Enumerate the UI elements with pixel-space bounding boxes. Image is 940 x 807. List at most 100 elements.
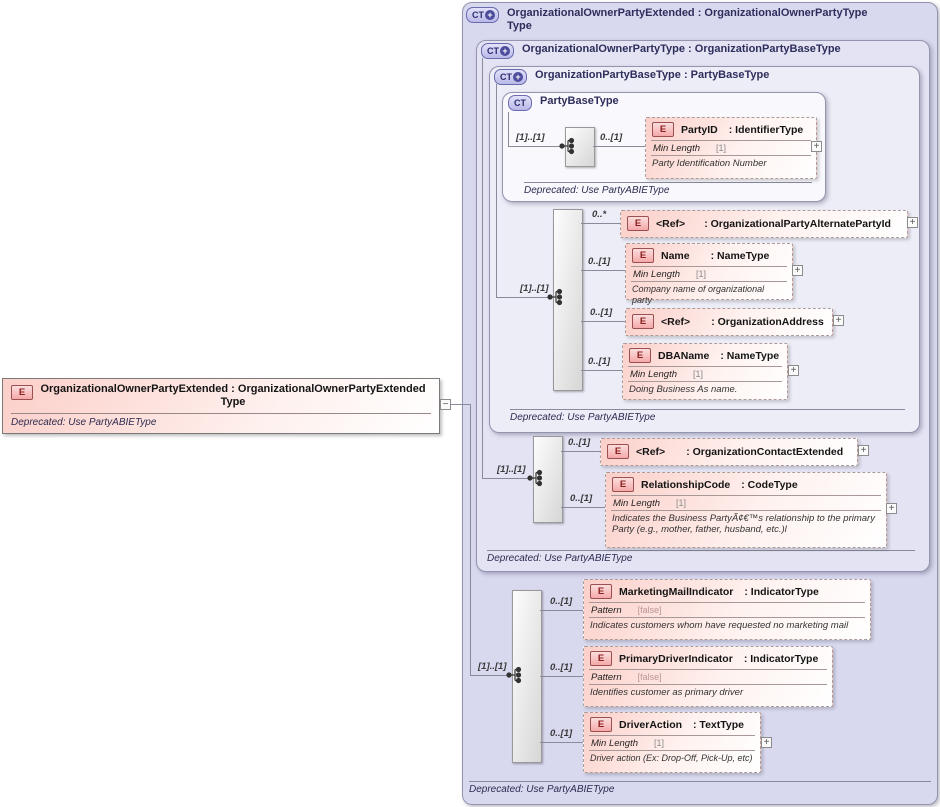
- element-relationship-code[interactable]: E RelationshipCode : CodeType Min Length…: [605, 472, 887, 548]
- element-party-id[interactable]: E PartyID : IdentifierType Min Length [1…: [645, 117, 817, 179]
- element-badge-icon: E: [612, 477, 634, 492]
- element-driver-action[interactable]: E DriverAction : TextType Min Length [1]…: [583, 712, 761, 773]
- element-annotation: Identifies customer as primary driver: [590, 687, 744, 698]
- element-badge-icon: E: [590, 584, 612, 599]
- facet-label: Min Length: [633, 269, 681, 280]
- element-title-row: E Name : NameType: [626, 244, 792, 266]
- complex-type-plus-icon[interactable]: CT+: [494, 69, 527, 85]
- facet-label: Min Length: [613, 498, 661, 509]
- plus-circle-icon: +: [485, 10, 495, 20]
- divider: [510, 409, 905, 410]
- expand-button[interactable]: +: [833, 315, 844, 326]
- facet-value: [1]: [716, 143, 727, 153]
- deprecated-note: Deprecated: Use PartyABIEType: [11, 417, 157, 428]
- connector-line: [540, 610, 583, 611]
- ct-badge-label: CT: [500, 72, 512, 82]
- element-dba-name[interactable]: E DBAName : NameType Min Length [1] Doin…: [622, 343, 788, 400]
- element-ref-alternate-party-id[interactable]: E <Ref> : OrganizationalPartyAlternatePa…: [620, 210, 908, 238]
- element-name: PartyID: [681, 123, 718, 136]
- element-name: <Ref>: [656, 217, 686, 230]
- element-name: RelationshipCode: [641, 478, 731, 491]
- element-name-nametype[interactable]: E Name : NameType Min Length [1] Company…: [625, 243, 793, 305]
- facet-value: [1]: [696, 269, 707, 279]
- divider: [469, 781, 931, 782]
- element-ref-organization-address[interactable]: E <Ref> : OrganizationAddress: [625, 308, 833, 336]
- sequence-compositor-icon: [527, 469, 543, 487]
- facet-row: Min Length [1]: [651, 140, 811, 156]
- expand-button[interactable]: +: [886, 503, 897, 514]
- element-annotation: Driver action (Ex: Drop-Off, Pick-Up, et…: [590, 753, 753, 763]
- facet-row: Min Length [1]: [611, 495, 881, 511]
- divider: [11, 413, 431, 414]
- element-name: DBAName: [658, 349, 710, 362]
- ct-badge-label: CT: [514, 98, 526, 108]
- divider: [524, 182, 812, 183]
- cardinality-label: [1]..[1]: [516, 132, 545, 143]
- sequence-compositor[interactable]: [553, 209, 583, 391]
- connector-line: [482, 58, 483, 478]
- divider: [487, 550, 915, 551]
- connector-line: [561, 451, 600, 452]
- element-title-row: E DriverAction : TextType: [584, 713, 760, 735]
- element-title-row: E PartyID : IdentifierType: [646, 118, 816, 140]
- deprecated-note: Deprecated: Use PartyABIEType: [469, 784, 615, 795]
- facet-row: Min Length [1]: [631, 266, 787, 282]
- connector-line: [451, 404, 470, 405]
- collapse-button[interactable]: −: [440, 399, 451, 410]
- sequence-compositor-icon: [506, 666, 522, 684]
- element-marketing-mail-indicator[interactable]: E MarketingMailIndicator : IndicatorType…: [583, 579, 871, 640]
- deprecated-note: Deprecated: Use PartyABIEType: [487, 553, 633, 564]
- element-annotation: Indicates the Business PartyÃ¢€™s relati…: [612, 513, 875, 535]
- cardinality-label: 0..*: [592, 209, 607, 220]
- connector-line: [540, 742, 583, 743]
- expand-button[interactable]: +: [907, 217, 918, 228]
- element-badge-icon: E: [627, 216, 649, 231]
- complex-type-icon[interactable]: CT: [508, 95, 532, 111]
- facet-label: Min Length: [630, 369, 678, 380]
- facet-label: Pattern: [591, 605, 622, 616]
- connector-line: [581, 270, 625, 271]
- connector-line: [561, 507, 605, 508]
- facet-row: Pattern [false]: [589, 669, 827, 685]
- element-title-row: E <Ref> : OrganizationAddress: [626, 309, 832, 332]
- expand-button[interactable]: +: [858, 445, 869, 456]
- cardinality-label: [1]..[1]: [478, 661, 507, 672]
- element-title-row: E <Ref> : OrganizationalPartyAlternatePa…: [621, 211, 907, 234]
- facet-value: [false]: [637, 605, 662, 615]
- element-annotation: Company name of organizational party: [632, 284, 765, 305]
- ct-badge-label: CT: [487, 46, 499, 56]
- expand-button[interactable]: +: [788, 365, 799, 376]
- expand-button[interactable]: +: [792, 265, 803, 276]
- complex-type-plus-icon[interactable]: CT+: [466, 7, 499, 23]
- facet-value: [1]: [676, 498, 687, 508]
- panel-title: PartyBaseType: [540, 95, 619, 107]
- element-title-row: E MarketingMailIndicator : IndicatorType: [584, 580, 870, 602]
- element-badge-icon: E: [629, 348, 651, 363]
- element-organizational-owner-party-extended-root[interactable]: E OrganizationalOwnerPartyExtended : Org…: [2, 378, 440, 434]
- expand-button[interactable]: +: [761, 737, 772, 748]
- sequence-compositor-icon: [559, 137, 575, 155]
- connector-line: [581, 321, 625, 322]
- panel-header-org-party-base: CT+ OrganizationPartyBaseType : PartyBas…: [494, 69, 769, 85]
- element-type: : IdentifierType: [728, 123, 804, 136]
- facet-value: [1]: [654, 738, 665, 748]
- element-type: : TextType: [693, 718, 744, 731]
- element-type: : OrganizationContactExtended: [686, 445, 844, 458]
- element-annotation: Indicates customers whom have requested …: [590, 620, 849, 631]
- cardinality-label: 0..[1]: [550, 728, 573, 739]
- expand-button[interactable]: +: [811, 141, 822, 152]
- deprecated-note: Deprecated: Use PartyABIEType: [524, 185, 670, 196]
- panel-header-owner-party-type: CT+ OrganizationalOwnerPartyType : Organ…: [481, 43, 841, 59]
- facet-label: Min Length: [591, 738, 639, 749]
- element-title-row: E <Ref> : OrganizationContactExtended: [601, 439, 857, 462]
- facet-label: Min Length: [653, 143, 701, 154]
- element-ref-organization-contact-extended[interactable]: E <Ref> : OrganizationContactExtended: [600, 438, 858, 466]
- connector-line: [593, 146, 645, 147]
- cardinality-label: 0..[1]: [600, 132, 623, 143]
- element-primary-driver-indicator[interactable]: E PrimaryDriverIndicator : IndicatorType…: [583, 646, 833, 707]
- facet-row: Pattern [false]: [589, 602, 865, 618]
- connector-line: [540, 676, 583, 677]
- complex-type-plus-icon[interactable]: CT+: [481, 43, 514, 59]
- element-name: PrimaryDriverIndicator: [619, 652, 733, 665]
